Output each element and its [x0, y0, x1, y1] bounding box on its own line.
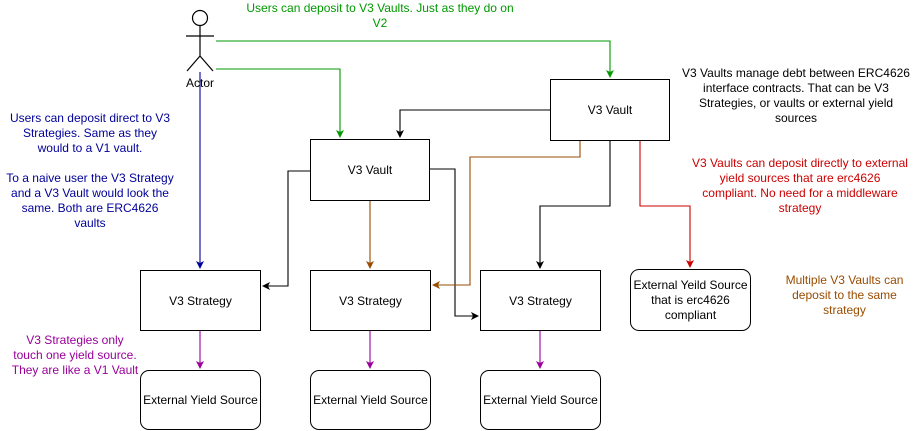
v3-vault-top-label: V3 Vault: [587, 103, 633, 117]
note-black-right-line-2: interface contracts. That can be V3: [703, 81, 889, 95]
note-blue-left-line-8: vaults: [74, 216, 106, 230]
external-yield-source-1-label: External Yield Source: [143, 393, 258, 407]
note-blue-left-line-5: To a naive user the V3 Strategy: [6, 171, 174, 185]
external-yield-source-3-box[interactable]: External Yield Source: [480, 370, 601, 430]
v3-strategy-1-box[interactable]: V3 Strategy: [140, 270, 261, 331]
note-blue-left-line-3: would to a V1 vault.: [37, 141, 143, 155]
note-blue-left-line-7: same. Both are ERC4626: [21, 201, 159, 215]
v3-strategy-1-label: V3 Strategy: [169, 293, 232, 308]
note-red-right-line-3: compliant. No need for a middleware: [702, 186, 898, 200]
actor-label: Actor: [185, 76, 214, 90]
note-red-right: V3 Vaults can deposit directly to extern…: [680, 156, 920, 216]
v3-strategy-2-box[interactable]: V3 Strategy: [310, 270, 431, 331]
note-black-right: V3 Vaults manage debt between ERC4626 in…: [676, 66, 916, 126]
external-yield-source-2-label: External Yield Source: [313, 393, 428, 407]
compliant-source-line-3: compliant: [664, 307, 717, 322]
note-blue-left-line-6: and a V3 Vault would look the: [11, 186, 169, 200]
note-purple-left-line-2: touch one yield source.: [13, 348, 137, 362]
v3-strategy-2-label: V3 Strategy: [339, 293, 402, 308]
note-purple-left-line-3: They are like a V1 Vault: [11, 363, 139, 377]
note-brown-right-line-1: Multiple V3 Vaults can: [785, 273, 904, 287]
note-purple-left-line-1: V3 Strategies only: [26, 333, 124, 347]
note-blue-left: Users can deposit direct to V3 Strategie…: [2, 111, 178, 231]
note-green-top-line-2: V2: [372, 16, 388, 30]
external-yield-source-2-box[interactable]: External Yield Source: [310, 370, 431, 430]
arrow-actor-to-top-vault: [216, 40, 614, 78]
v3-vault-top-box[interactable]: V3 Vault: [550, 79, 670, 141]
note-red-right-line-1: V3 Vaults can deposit directly to extern…: [692, 156, 908, 170]
note-black-right-line-1: V3 Vaults manage debt between ERC4626: [682, 66, 910, 80]
note-black-right-line-4: sources: [774, 111, 818, 125]
note-red-right-line-4: strategy: [778, 201, 822, 215]
note-blue-left-line-4: [2, 156, 178, 171]
note-blue-left-line-1: Users can deposit direct to V3: [9, 111, 171, 125]
arrow-mid-vault-to-strategy-3: [430, 168, 479, 320]
arrow-actor-to-mid-vault: [216, 68, 344, 138]
external-compliant-source-box[interactable]: External Yeild Source that is erc4626 co…: [630, 269, 751, 331]
v3-strategy-3-box[interactable]: V3 Strategy: [480, 270, 601, 331]
note-red-right-line-2: yield sources that are erc4626: [719, 171, 881, 185]
external-yield-source-1-box[interactable]: External Yield Source: [140, 370, 261, 430]
v3-strategy-3-label: V3 Strategy: [509, 293, 572, 308]
external-yield-source-3-label: External Yield Source: [483, 393, 598, 407]
arrow-top-vault-to-mid-vault: [396, 109, 550, 138]
actor-stick-figure-icon: [186, 9, 214, 72]
v3-vault-mid-label: V3 Vault: [347, 163, 393, 177]
arrow-top-vault-to-compliant-source: [639, 141, 694, 268]
note-black-right-line-3: Strategies, or vaults or external yield: [698, 96, 894, 110]
arrow-top-vault-to-strategy-3: [536, 141, 611, 269]
note-blue-left-line-2: Strategies. Same as they: [22, 126, 158, 140]
note-green-top: Users can deposit to V3 Vaults. Just as …: [230, 1, 530, 31]
compliant-source-line-1: External Yeild Source: [633, 277, 748, 292]
note-brown-right-line-2: deposit to the same: [792, 288, 897, 302]
note-green-top-line-1: Users can deposit to V3 Vaults. Just as …: [246, 1, 514, 15]
note-brown-right: Multiple V3 Vaults can deposit to the sa…: [772, 273, 917, 318]
note-purple-left: V3 Strategies only touch one yield sourc…: [0, 333, 150, 378]
arrow-mid-vault-to-strategy-1: [262, 170, 310, 290]
compliant-source-line-2: that is erc4626: [651, 292, 730, 307]
v3-vault-mid-box[interactable]: V3 Vault: [310, 139, 430, 201]
note-brown-right-line-3: strategy: [823, 303, 866, 317]
arrow-top-vault-to-strategy-2: [432, 141, 581, 289]
